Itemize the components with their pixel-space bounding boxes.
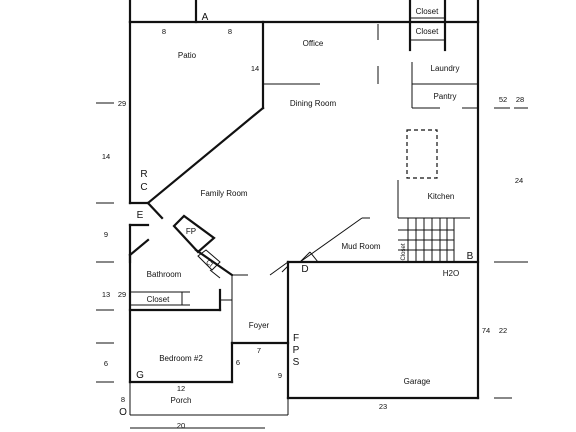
dim-left-13: 13 [102,290,110,299]
dim-patio-right: 8 [228,27,232,36]
marker-e: E [137,210,144,221]
room-label-fireplace: FP [186,227,196,236]
marker-b: B [467,251,474,262]
dim-right-28: 28 [516,95,524,104]
room-label-closet-top1: Closet [416,7,439,16]
room-label-kitchen: Kitchen [428,192,455,201]
dim-patio-side: 14 [251,64,259,73]
room-label-patio: Patio [178,51,197,60]
dim-left-14: 14 [102,152,110,161]
dim-left-29-mid: 29 [118,290,126,299]
marker-c: C [140,182,147,193]
room-label-mud-room: Mud Room [341,242,380,251]
dim-bedroom-6: 6 [236,358,240,367]
dim-bedroom-12: 12 [177,384,185,393]
dim-right-22: 22 [499,326,507,335]
marker-p: P [293,345,300,356]
dim-right-74: 74 [482,326,490,335]
marker-r: R [140,169,147,180]
small-closet [197,249,221,271]
room-label-closet-stair: Closet [401,243,407,260]
fireplace [172,214,216,254]
dim-foyer-7: 7 [257,346,261,355]
marker-f: F [293,333,299,344]
kitchen-island [406,129,438,179]
room-label-closet-bath: Closet [147,295,170,304]
marker-d: D [301,264,308,275]
room-label-family-room: Family Room [200,189,247,198]
room-label-porch: Porch [171,396,192,405]
dim-foyer-9: 9 [278,371,282,380]
marker-o: O [119,407,127,418]
interior-walls [128,0,478,343]
marker-a: A [202,12,209,23]
dim-bottom-20: 20 [177,421,185,430]
room-label-bathroom: Bathroom [147,270,182,279]
room-label-closet-top2: Closet [416,27,439,36]
room-label-laundry: Laundry [431,64,460,73]
door-swings [195,16,319,273]
room-label-office: Office [303,39,324,48]
dim-left-29-top: 29 [118,99,126,108]
room-label-dining-room: Dining Room [290,99,337,108]
dim-patio-left: 8 [162,27,166,36]
letter-markers: A B R C E D G O F P S [119,12,474,418]
room-label-water-heater: H2O [443,269,459,278]
dim-right-52: 52 [499,95,507,104]
marker-g: G [136,370,144,381]
room-label-foyer: Foyer [249,321,270,330]
dim-right-24: 24 [515,176,523,185]
dimension-labels: 8 8 14 29 14 9 13 29 6 8 12 6 7 9 20 23 … [102,27,524,430]
room-label-closet-small: Cl [204,259,214,269]
dim-left-8: 8 [121,395,125,404]
room-labels: Patio Office Laundry Pantry Dining Room … [147,7,460,405]
dim-left-9: 9 [104,230,108,239]
room-label-pantry: Pantry [433,92,456,101]
marker-s: S [293,357,300,368]
dim-garage-23: 23 [379,402,387,411]
dimension-ticks [96,102,528,429]
exterior-walls [128,0,480,416]
room-label-bedroom2: Bedroom #2 [159,354,203,363]
room-label-garage: Garage [404,377,431,386]
dim-left-6: 6 [104,359,108,368]
